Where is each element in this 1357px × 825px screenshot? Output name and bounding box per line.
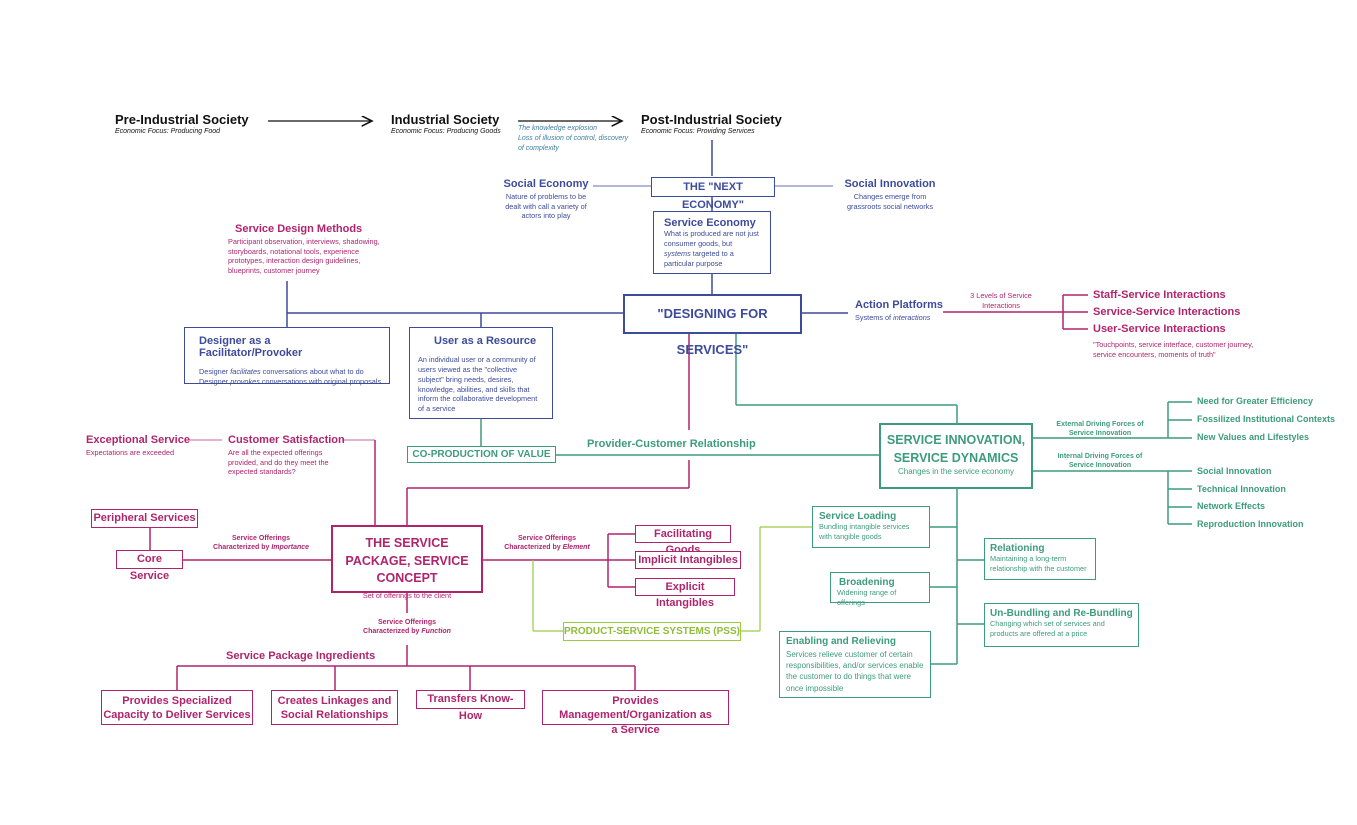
service-economy-title: Service Economy: [664, 217, 756, 229]
ingredient-know-how: Transfers Know-How: [416, 690, 525, 722]
user-resource-title: User as a Resource: [434, 335, 537, 347]
service-package-box: THE SERVICE PACKAGE, SERVICE CONCEPT Set…: [331, 525, 483, 600]
designing-for-services-box: "DESIGNING FOR SERVICES": [623, 294, 802, 357]
social-economy-title: Social Economy: [503, 178, 589, 190]
service-economy-desc: What is produced are not just consumer g…: [664, 229, 759, 268]
methods-title: Service Design Methods: [235, 223, 363, 235]
internal-forces-label: Internal Driving Forces of Service Innov…: [1057, 453, 1143, 470]
peripheral-services-box: Peripheral Services: [91, 509, 198, 528]
methods-desc: Participant observation, interviews, sha…: [228, 236, 380, 276]
relationing-title: Relationing: [990, 543, 1045, 554]
facilitator-line-2: Designer provokes conversations with ori…: [199, 376, 382, 386]
user-resource-box: User as a Resource An individual user or…: [409, 327, 553, 419]
era-title: Industrial Society: [391, 112, 500, 127]
social-economy-desc: Nature of problems to be dealt with call…: [505, 191, 587, 221]
pss-box: PRODUCT-SERVICE SYSTEMS (PSS): [563, 622, 741, 641]
action-platforms-desc: Systems of interactions: [855, 312, 931, 322]
internal-item-technical: Technical Innovation: [1197, 484, 1286, 494]
offerings-element-label: Service Offerings Characterized by Eleme…: [504, 535, 590, 551]
touchpoints-note: "Touchpoints, service interface, custome…: [1093, 340, 1254, 359]
offerings-function-label: Service Offerings Characterized by Funct…: [363, 619, 451, 635]
action-platforms: Action Platforms Systems of interactions: [855, 299, 943, 323]
internal-item-reproduction: Reproduction Innovation: [1197, 519, 1304, 529]
ingredient-management: Provides Management/Organization as a Se…: [542, 690, 729, 736]
era-subtitle: Economic Focus: Providing Services: [641, 128, 755, 136]
internal-item-social: Social Innovation: [1197, 466, 1272, 476]
provider-customer-label: Provider-Customer Relationship: [587, 438, 756, 450]
ingredients-label: Service Package Ingredients: [226, 650, 376, 662]
era-title: Post-Industrial Society: [641, 112, 782, 127]
exceptional-title: Exceptional Service: [86, 434, 190, 446]
era-industrial: Industrial Society Economic Focus: Produ…: [391, 112, 501, 137]
ingredient-specialized-capacity: Provides Specialized Capacity to Deliver…: [101, 690, 253, 725]
facilitator-line-1: Designer facilitates conversations about…: [199, 367, 364, 376]
levels-label: 3 Levels of Service Interactions: [970, 291, 1032, 310]
social-innovation-title: Social Innovation: [844, 178, 936, 190]
service-innovation-title: SERVICE INNOVATION, SERVICE DYNAMICS: [886, 433, 1026, 465]
exceptional-desc: Expectations are exceeded: [86, 447, 175, 457]
service-loading-desc: Bundling intangible services with tangib…: [819, 522, 910, 541]
era-subtitle: Economic Focus: Producing Goods: [391, 128, 501, 136]
interaction-staff-service: Staff-Service Interactions: [1093, 289, 1226, 301]
service-package-desc: Set of offerings to the client: [362, 590, 452, 600]
relationing-desc: Maintaining a long-term relationship wit…: [990, 554, 1087, 573]
enabling-relieving-box: Enabling and Relieving Services relieve …: [779, 631, 931, 698]
user-resource-desc: An individual user or a community of use…: [418, 355, 538, 414]
service-package-title: THE SERVICE PACKAGE, SERVICE CONCEPT: [345, 536, 469, 585]
offerings-importance-label: Service Offerings Characterized by Impor…: [212, 535, 310, 551]
service-economy-box: Service Economy What is produced are not…: [653, 211, 771, 274]
era-post-industrial: Post-Industrial Society Economic Focus: …: [641, 112, 782, 137]
social-innovation: Social Innovation Changes emerge from gr…: [836, 178, 944, 211]
interaction-user-service: User-Service Interactions: [1093, 323, 1226, 335]
era-subtitle: Economic Focus: Producing Food: [115, 128, 221, 136]
next-economy-box: THE "NEXT ECONOMY": [651, 177, 775, 211]
relationing-box: Relationing Maintaining a long-term rela…: [984, 538, 1096, 580]
broadening-desc: Widening range of offerings: [837, 588, 897, 607]
external-item-values: New Values and Lifestyles: [1197, 432, 1310, 442]
co-production-box: CO-PRODUCTION OF VALUE: [407, 446, 556, 463]
customer-satisfaction: Customer Satisfaction Are all the expect…: [228, 434, 345, 477]
unbundling-desc: Changing which set of services and produ…: [990, 619, 1105, 638]
interaction-service-service: Service-Service Interactions: [1093, 306, 1241, 318]
exceptional-service: Exceptional Service Expectations are exc…: [86, 434, 190, 458]
service-loading-box: Service Loading Bundling intangible serv…: [812, 506, 930, 548]
broadening-box: Broadening Widening range of offerings: [830, 572, 930, 607]
service-innovation-desc: Changes in the service economy: [897, 467, 1015, 476]
broadening-title: Broadening: [839, 577, 895, 588]
ingredient-linkages: Creates Linkages and Social Relationship…: [271, 690, 398, 725]
facilitator-title: Designer as a Facilitator/Provoker: [199, 335, 303, 359]
social-innovation-desc: Changes emerge from grassroots social ne…: [847, 191, 933, 211]
unbundling-title: Un-Bundling and Re-Bundling: [990, 608, 1133, 619]
unbundling-box: Un-Bundling and Re-Bundling Changing whi…: [984, 603, 1139, 647]
transition-note: The knowledge explosion Loss of illusion…: [518, 125, 629, 152]
satisfaction-desc: Are all the expected offerings provided,…: [228, 447, 329, 477]
enabling-desc: Services relieve customer of certain res…: [786, 650, 924, 693]
internal-item-network: Network Effects: [1197, 501, 1266, 511]
service-design-methods: Service Design Methods Participant obser…: [228, 223, 388, 276]
service-innovation-box: SERVICE INNOVATION, SERVICE DYNAMICS Cha…: [879, 423, 1033, 489]
service-loading-title: Service Loading: [819, 511, 897, 522]
action-platforms-title: Action Platforms: [855, 299, 944, 311]
designer-facilitator-box: Designer as a Facilitator/Provoker Desig…: [184, 327, 390, 386]
era-pre-industrial: Pre-Industrial Society Economic Focus: P…: [115, 112, 249, 137]
external-item-efficiency: Need for Greater Efficiency: [1197, 396, 1314, 406]
explicit-intangibles-box: Explicit Intangibles: [635, 578, 735, 609]
implicit-intangibles-box: Implicit Intangibles: [635, 551, 741, 569]
external-forces-label: External Driving Forces of Service Innov…: [1056, 421, 1144, 438]
facilitating-goods-box: Facilitating Goods: [635, 525, 731, 556]
social-economy: Social Economy Nature of problems to be …: [498, 178, 594, 221]
satisfaction-title: Customer Satisfaction: [228, 434, 345, 446]
enabling-title: Enabling and Relieving: [786, 636, 897, 647]
core-service-box: Core Service: [116, 550, 183, 582]
external-item-fossilized: Fossilized Institutional Contexts: [1197, 414, 1336, 424]
era-title: Pre-Industrial Society: [115, 112, 249, 127]
